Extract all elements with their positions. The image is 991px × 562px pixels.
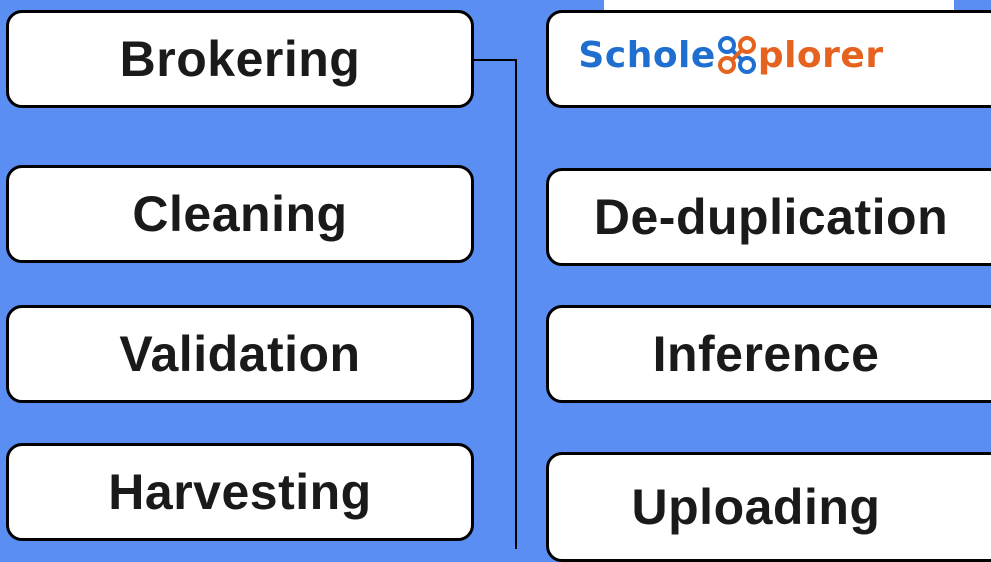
cleaning-box: Cleaning [6,165,474,263]
logo-text-part2: plorer [757,34,884,76]
cleaning-label: Cleaning [132,186,348,242]
uploading-label: Uploading [631,479,881,535]
inference-label: Inference [652,326,880,382]
dedup-box: De-duplication [546,168,991,266]
logo-text-part1: Schole [578,34,716,76]
scholexplorer-logo-box: Schole plorer [546,10,991,108]
harvesting-box: Harvesting [6,443,474,541]
scholexplorer-logo: Schole plorer [578,35,883,76]
logo-x-icon [717,36,756,74]
validation-label: Validation [119,326,361,382]
dedup-label: De-duplication [593,189,949,245]
inference-box: Inference [546,305,991,403]
brokering-box: Brokering [6,10,474,108]
uploading-box: Uploading [546,452,991,562]
harvesting-label: Harvesting [108,464,372,520]
brokering-label: Brokering [119,31,361,87]
validation-box: Validation [6,305,474,403]
flow-connector [474,59,517,549]
